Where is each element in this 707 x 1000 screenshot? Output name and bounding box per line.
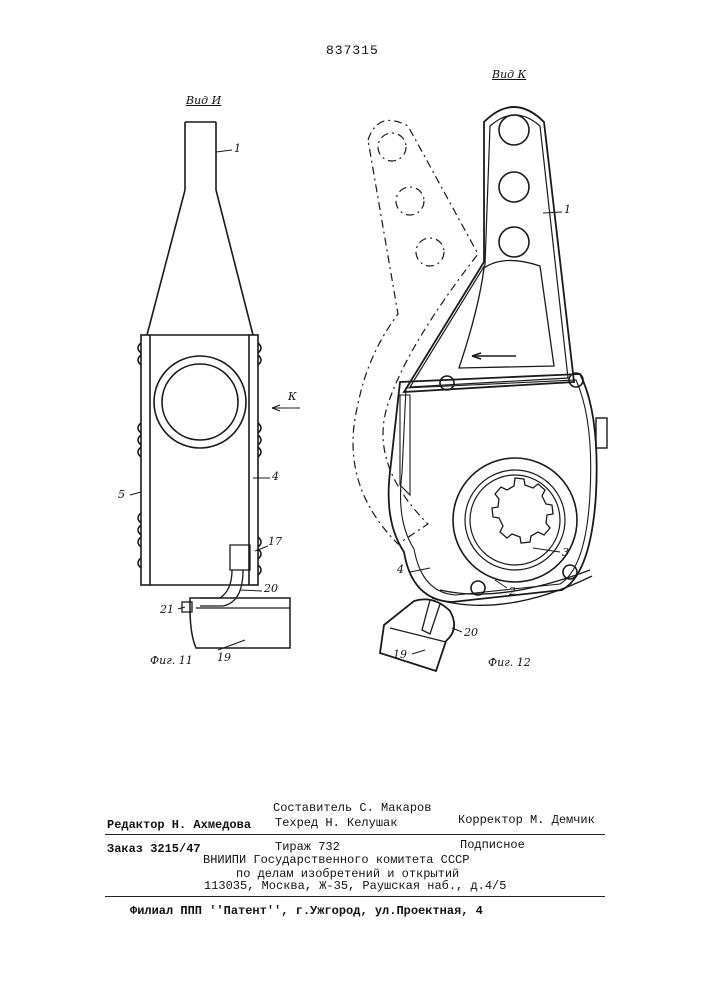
- fig11-part-5: 5: [118, 488, 125, 501]
- fig12-part-19: 19: [393, 648, 407, 661]
- colophon-org-line1: ВНИИПИ Государственного комитета СССР: [203, 853, 469, 867]
- colophon-corrector: Корректор М. Демчик: [458, 813, 595, 827]
- fig11-bore-inner: [162, 364, 238, 440]
- fig11-arrow-label: К: [288, 390, 297, 403]
- fig11-caption: Фиг. 11: [150, 654, 193, 667]
- fig11-view-label: Вид И: [186, 94, 221, 107]
- fig11-part-19: 19: [217, 651, 231, 664]
- colophon-techred: Техред Н. Келушак: [275, 816, 397, 830]
- fig12-link-20: [422, 570, 592, 634]
- fig12-part-3: 3: [562, 546, 569, 559]
- fig12-housing: [389, 373, 607, 602]
- fig12-part-4: 4: [397, 563, 404, 576]
- colophon-rule-bottom: [105, 896, 605, 897]
- colophon-org-line3: 113035, Москва, Ж-35, Раушская наб., д.4…: [204, 879, 506, 893]
- colophon-branch: Филиал ППП ''Патент'', г.Ужгород, ул.Про…: [130, 904, 483, 918]
- fig12-gear: [453, 458, 577, 582]
- fig11-part-1: 1: [234, 142, 241, 155]
- fig11-part-21: 21: [160, 603, 174, 616]
- fig11-part-17: 17: [268, 535, 282, 548]
- colophon-rule-top: [105, 834, 605, 835]
- colophon-subscription: Подписное: [460, 838, 525, 852]
- fig12-part-1: 1: [564, 203, 571, 216]
- fig12-part-2: 2: [509, 585, 516, 598]
- fig12-bracket-19: [380, 599, 454, 671]
- fig12-part-20: 20: [464, 626, 478, 639]
- fig11-bore-outer: [154, 356, 246, 448]
- colophon-order: Заказ 3215/47: [107, 842, 201, 856]
- fig11-lever-body: [141, 122, 258, 585]
- fig12-view-label: Вид К: [492, 68, 526, 81]
- colophon-circulation: Тираж 732: [275, 840, 340, 854]
- fig12-lever-arm: [404, 107, 574, 392]
- fig11-part-4: 4: [272, 470, 279, 483]
- fig11-part-20: 20: [264, 582, 278, 595]
- colophon-editor: Редактор Н. Ахмедова: [107, 818, 251, 832]
- colophon-composer: Составитель С. Макаров: [273, 801, 431, 815]
- fig12-caption: Фиг. 12: [488, 656, 531, 669]
- fig12-ghost-lever: [353, 120, 478, 544]
